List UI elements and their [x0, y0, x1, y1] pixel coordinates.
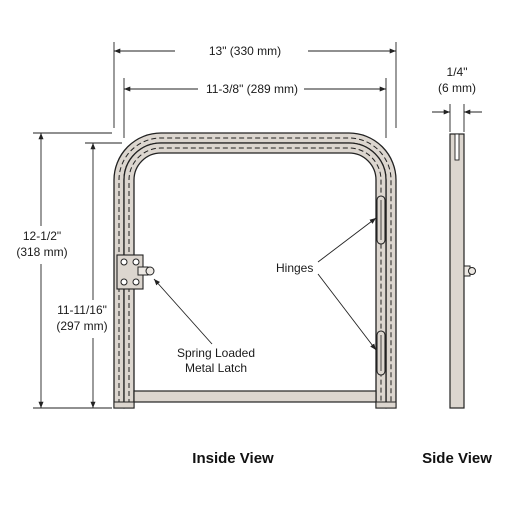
hinge-lower	[376, 330, 386, 376]
inner-height-label: 11-11/16"	[57, 303, 107, 317]
dimension-outer-width	[113, 42, 397, 128]
dimension-inner-width	[123, 78, 387, 138]
inner-height-label-mm: (297 mm)	[56, 319, 107, 333]
thickness-label-mm: (6 mm)	[438, 81, 476, 95]
outer-height-label-mm: (318 mm)	[16, 245, 67, 259]
dimension-thickness	[432, 104, 482, 132]
inner-width-label: 11-3/8" (289 mm)	[206, 82, 298, 96]
dimension-outer-height	[33, 132, 112, 409]
hinges-callout: Hinges	[276, 261, 313, 275]
bottom-right-foot	[375, 401, 397, 409]
hinge-upper	[376, 195, 386, 245]
bottom-crossbar	[133, 390, 377, 403]
spring-latch	[116, 254, 155, 290]
frame-dashed-inner	[128, 147, 382, 404]
frame-outer-band	[113, 132, 397, 409]
bottom-left-foot	[113, 401, 135, 409]
frame-dashed-outer	[118, 137, 392, 404]
outer-height-label: 12-1/2"	[23, 229, 61, 243]
latch-callout-line2: Metal Latch	[185, 361, 247, 375]
side-view-profile	[449, 133, 476, 409]
latch-screw	[132, 258, 140, 266]
latch-screw	[120, 278, 128, 286]
side-view-title: Side View	[422, 450, 492, 467]
latch-leader	[153, 278, 213, 345]
inside-view-title: Inside View	[192, 450, 274, 467]
latch-callout-line1: Spring Loaded	[177, 346, 255, 360]
thickness-label: 1/4"	[447, 65, 468, 79]
dimension-inner-height	[85, 142, 122, 409]
outer-width-label: 13" (330 mm)	[209, 44, 281, 58]
latch-screw	[132, 278, 140, 286]
latch-screw	[120, 258, 128, 266]
frame-inner-band	[123, 142, 387, 409]
hinges-leaders	[317, 217, 377, 351]
gate-frame	[113, 132, 397, 409]
